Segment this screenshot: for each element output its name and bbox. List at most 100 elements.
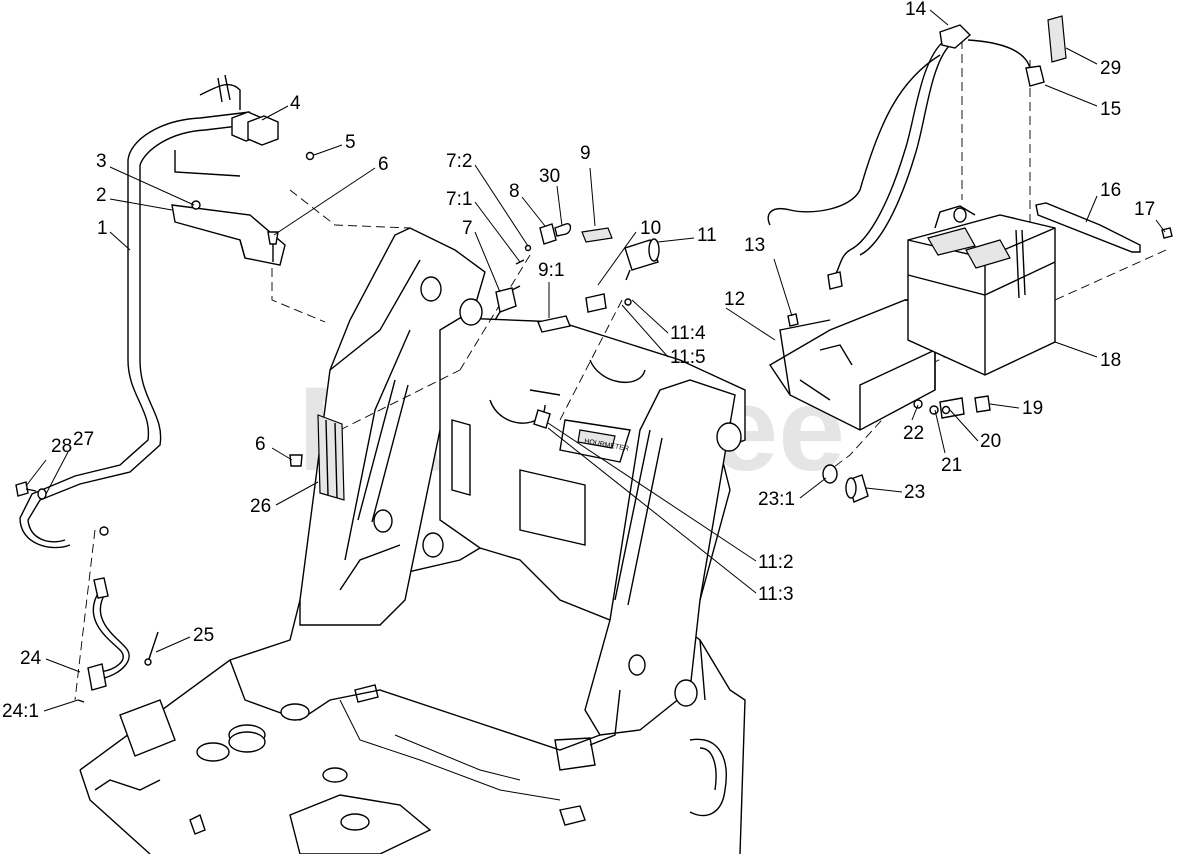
callout-label-c24_1: 24:1 <box>2 701 39 722</box>
callout-leader-c11 <box>657 237 695 243</box>
callout-label-c28: 28 <box>51 436 72 457</box>
callout-leader-c23 <box>865 487 903 493</box>
part-14-cable[interactable] <box>767 24 1031 290</box>
callout-leader-c6b <box>271 447 293 461</box>
part-30-knob[interactable] <box>554 223 572 237</box>
callout-label-c13: 13 <box>744 235 765 256</box>
callout-label-c14: 14 <box>905 0 927 20</box>
callout-label-c11: 11 <box>697 225 717 246</box>
callout-label-c7: 7 <box>462 218 473 239</box>
part-2-bracket[interactable] <box>171 204 286 266</box>
part-16-hold-down[interactable] <box>1035 202 1141 253</box>
callout-label-c21: 21 <box>941 455 962 476</box>
callout-leader-c15 <box>1044 84 1098 107</box>
part-25-tie[interactable] <box>144 631 159 666</box>
callout-leader-c9 <box>589 167 596 227</box>
part-29-cover[interactable] <box>1047 15 1067 63</box>
callout-leader-c30 <box>556 185 563 227</box>
callout-label-c4: 4 <box>290 93 301 114</box>
part-7-2-nut[interactable] <box>524 244 532 252</box>
callout-leader-c7 <box>474 231 501 293</box>
callout-leader-c19 <box>989 403 1020 409</box>
part-21-washer[interactable] <box>929 405 939 415</box>
callout-label-c6b: 6 <box>255 434 266 455</box>
callout-label-c18: 18 <box>1100 350 1121 371</box>
callout-label-c10: 10 <box>640 218 661 239</box>
callout-label-c15: 15 <box>1100 99 1121 120</box>
callout-label-c7_2: 7:2 <box>446 151 472 172</box>
part-27-washer[interactable] <box>37 488 47 500</box>
part-7-switch[interactable] <box>494 285 521 321</box>
callout-label-c9: 9 <box>580 143 591 164</box>
callout-label-c9_1: 9:1 <box>538 260 564 281</box>
callout-label-c22: 22 <box>903 423 924 444</box>
callout-leader-c8 <box>521 196 546 227</box>
part-15-terminal[interactable] <box>1025 65 1045 87</box>
callout-label-c27: 27 <box>73 429 94 450</box>
callout-leader-c24 <box>45 658 81 673</box>
callout-leader-c17 <box>1155 219 1166 233</box>
callout-label-c12: 12 <box>724 289 745 310</box>
part-9-1-plate[interactable] <box>537 315 571 333</box>
callout-leader-c24_1 <box>43 699 79 712</box>
callout-leader-c11_5 <box>621 304 669 358</box>
callout-label-c7_1: 7:1 <box>446 189 472 210</box>
callout-label-c25: 25 <box>193 625 214 646</box>
callout-leader-c14 <box>929 9 949 26</box>
part-11-3-fasteners[interactable] <box>533 409 551 429</box>
part-8-switch[interactable] <box>539 223 557 245</box>
part-9-switch[interactable] <box>581 227 613 243</box>
callout-leader-c26 <box>275 481 319 506</box>
part-4-relays[interactable] <box>199 74 279 146</box>
part-13-bolt[interactable] <box>787 313 799 327</box>
callout-leader-c20 <box>949 409 979 442</box>
callout-leader-c22 <box>911 404 919 421</box>
callout-leader-c7_2 <box>474 164 529 247</box>
callout-label-c1: 1 <box>97 218 108 239</box>
part-26-channel[interactable] <box>317 414 345 501</box>
part-11-4-washer[interactable] <box>624 298 632 306</box>
part-23-1-grommet[interactable] <box>822 464 838 484</box>
part-22-nut[interactable] <box>913 399 923 409</box>
part-3-bolt[interactable] <box>191 200 201 210</box>
part-19-bolt[interactable] <box>974 395 991 413</box>
callout-label-c19: 19 <box>1022 398 1043 419</box>
part-10-connector[interactable] <box>585 293 607 313</box>
callout-label-c6a: 6 <box>378 154 389 175</box>
part-28-bolt[interactable] <box>15 481 37 497</box>
part-6-screw[interactable] <box>267 231 279 262</box>
callout-label-c11_5: 11:5 <box>670 347 706 368</box>
callout-label-c29: 29 <box>1100 58 1121 79</box>
callout-label-c24: 24 <box>20 648 42 669</box>
part-20-clamp[interactable] <box>939 397 965 419</box>
part-11-2-decal[interactable]: HOURMETER <box>559 419 631 463</box>
callout-leader-c27 <box>45 451 69 495</box>
part-24-1-pin[interactable] <box>77 699 85 703</box>
part-18-battery[interactable] <box>907 205 1056 376</box>
callout-label-c11_2: 11:2 <box>758 552 794 573</box>
part-5-nut[interactable] <box>305 151 315 161</box>
callout-label-c3: 3 <box>96 151 107 172</box>
callout-label-c5: 5 <box>345 132 356 153</box>
tube-clip <box>99 526 109 536</box>
callout-leader-c11_4 <box>631 299 669 334</box>
callout-leader-c5 <box>313 144 343 156</box>
callout-leader-c2 <box>109 198 173 211</box>
callout-leader-c7_1 <box>474 201 521 263</box>
part-1-tube[interactable] <box>19 111 256 549</box>
callout-leader-c25 <box>155 636 191 653</box>
callout-leader-c12 <box>725 307 776 341</box>
callout-leader-c1 <box>109 231 131 251</box>
callout-leader-c28 <box>25 459 47 487</box>
part-23-boot[interactable] <box>845 474 869 503</box>
part-6-screw-b[interactable] <box>289 454 303 467</box>
part-24-sensor[interactable] <box>87 577 130 691</box>
callout-leader-c23_1 <box>799 477 827 499</box>
part-11-hourmeter[interactable] <box>624 238 660 281</box>
callout-leader-c18 <box>1054 341 1098 358</box>
callout-label-c30: 30 <box>539 166 560 187</box>
callout-label-c17: 17 <box>1134 199 1155 220</box>
callout-leader-c10 <box>597 231 637 286</box>
